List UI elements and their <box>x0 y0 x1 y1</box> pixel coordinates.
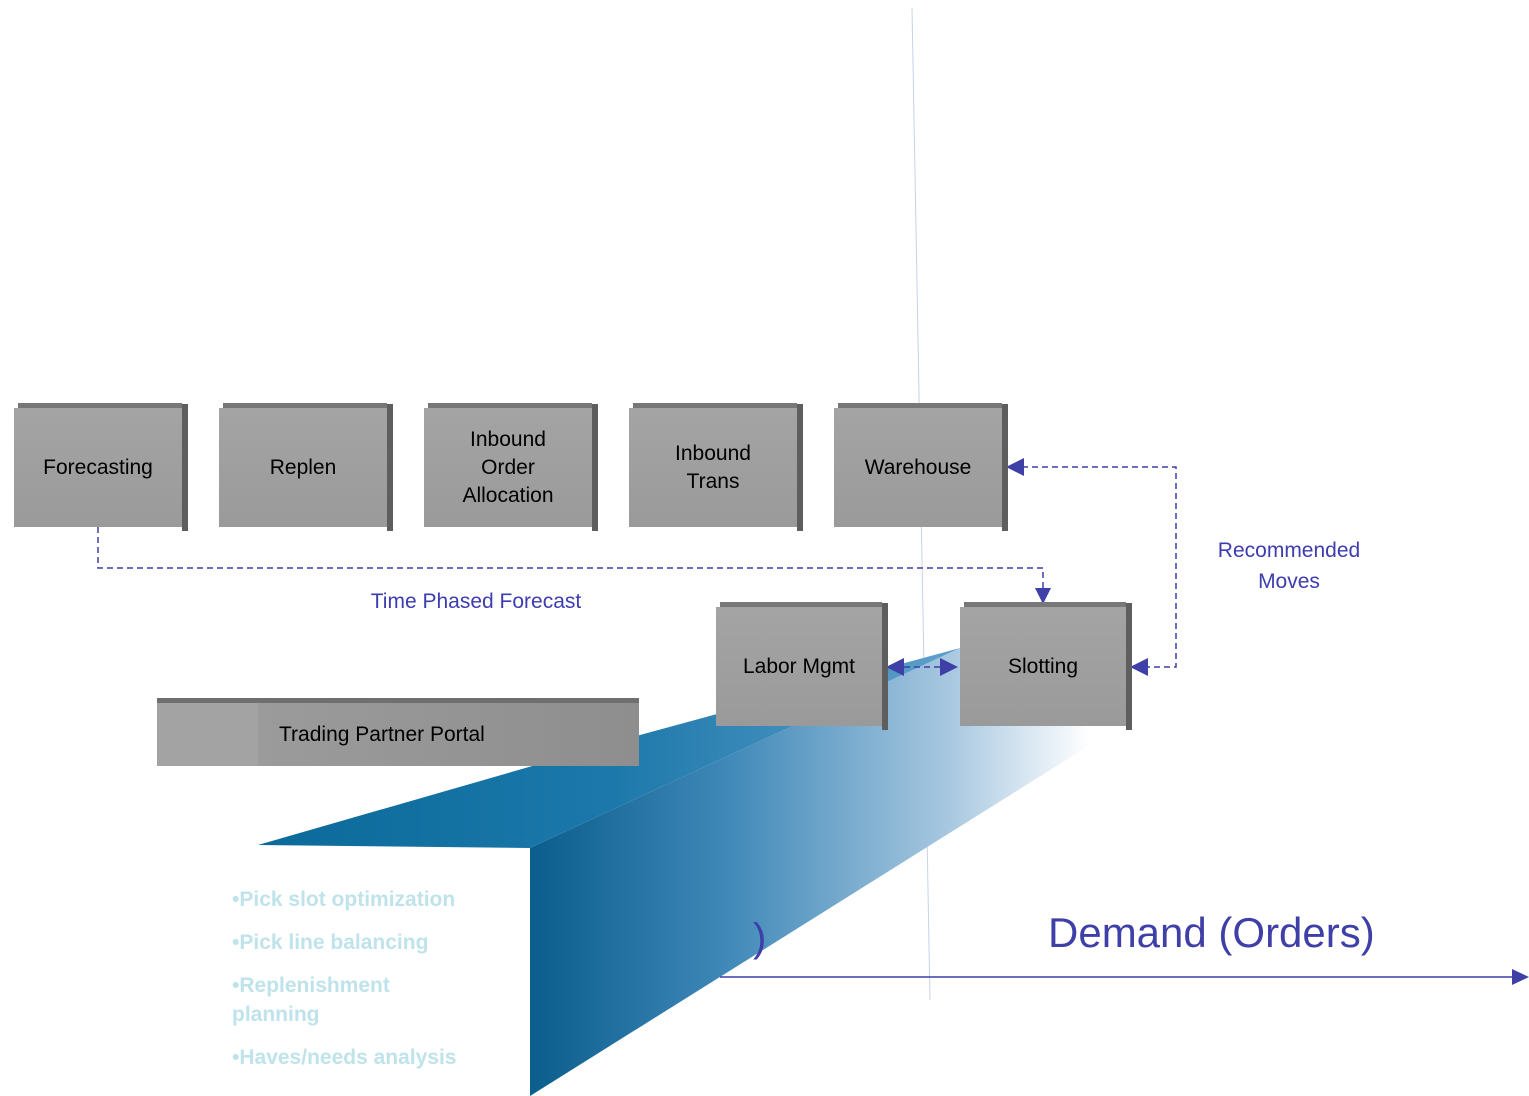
time-phased-forecast-label: Time Phased Forecast <box>370 590 582 613</box>
moves-arrowhead-warehouse <box>1006 458 1024 476</box>
slotting-box: Slotting <box>960 602 1132 730</box>
inbound-trans-line-1: Inbound <box>675 441 751 465</box>
bullet-item: •Pick slot optimization <box>232 888 456 911</box>
replen-label: Replen <box>269 455 337 479</box>
moves-arrowhead-slotting <box>1130 658 1148 676</box>
feature-bullet-list: •Pick slot optimization •Pick line balan… <box>232 885 457 1086</box>
inbound-trans-line-2: Trans <box>686 469 740 493</box>
labor-mgmt-label: Labor Mgmt <box>742 654 856 678</box>
inbound-trans-box: Inbound Trans <box>629 403 803 531</box>
wedge-body <box>530 648 1090 1096</box>
slotting-label: Slotting <box>1007 654 1079 678</box>
inbound-order-allocation-line-2: Order <box>481 455 535 479</box>
bullet-item: •Replenishment planning <box>232 974 390 1026</box>
labor-arrowhead <box>886 658 904 676</box>
moves-connector <box>1022 466 1177 668</box>
bullet-item: •Pick line balancing <box>232 931 429 954</box>
recommended-moves-line-2: Moves <box>1258 570 1320 593</box>
recommended-moves-label: Recommended Moves <box>1188 535 1390 597</box>
inbound-order-allocation-line-3: Allocation <box>462 483 554 507</box>
bullet-item: •Haves/needs analysis <box>232 1046 457 1069</box>
demand-axis-title: Demand (Orders) <box>1048 909 1375 956</box>
partial-axis-glyph: ) <box>753 916 767 960</box>
forecast-connector-arrowhead <box>1035 588 1051 604</box>
replen-box: Replen <box>219 403 393 531</box>
forecast-connector <box>97 527 1044 596</box>
labor-mgmt-box: Labor Mgmt <box>716 602 888 730</box>
recommended-moves-line-1: Recommended <box>1217 539 1361 562</box>
warehouse-box: Warehouse <box>834 403 1008 531</box>
trading-partner-portal-bar: Trading Partner Portal <box>157 698 639 766</box>
warehouse-label: Warehouse <box>864 455 972 479</box>
slotting-arrowhead <box>940 658 958 676</box>
forecasting-box: Forecasting <box>14 403 188 531</box>
demand-axis-arrowhead <box>1512 969 1529 985</box>
trading-partner-portal-label: Trading Partner Portal <box>279 722 485 746</box>
inbound-order-allocation-line-1: Inbound <box>470 427 546 451</box>
inbound-order-allocation-box: Inbound Order Allocation <box>424 403 598 531</box>
forecasting-label: Forecasting <box>43 455 153 479</box>
